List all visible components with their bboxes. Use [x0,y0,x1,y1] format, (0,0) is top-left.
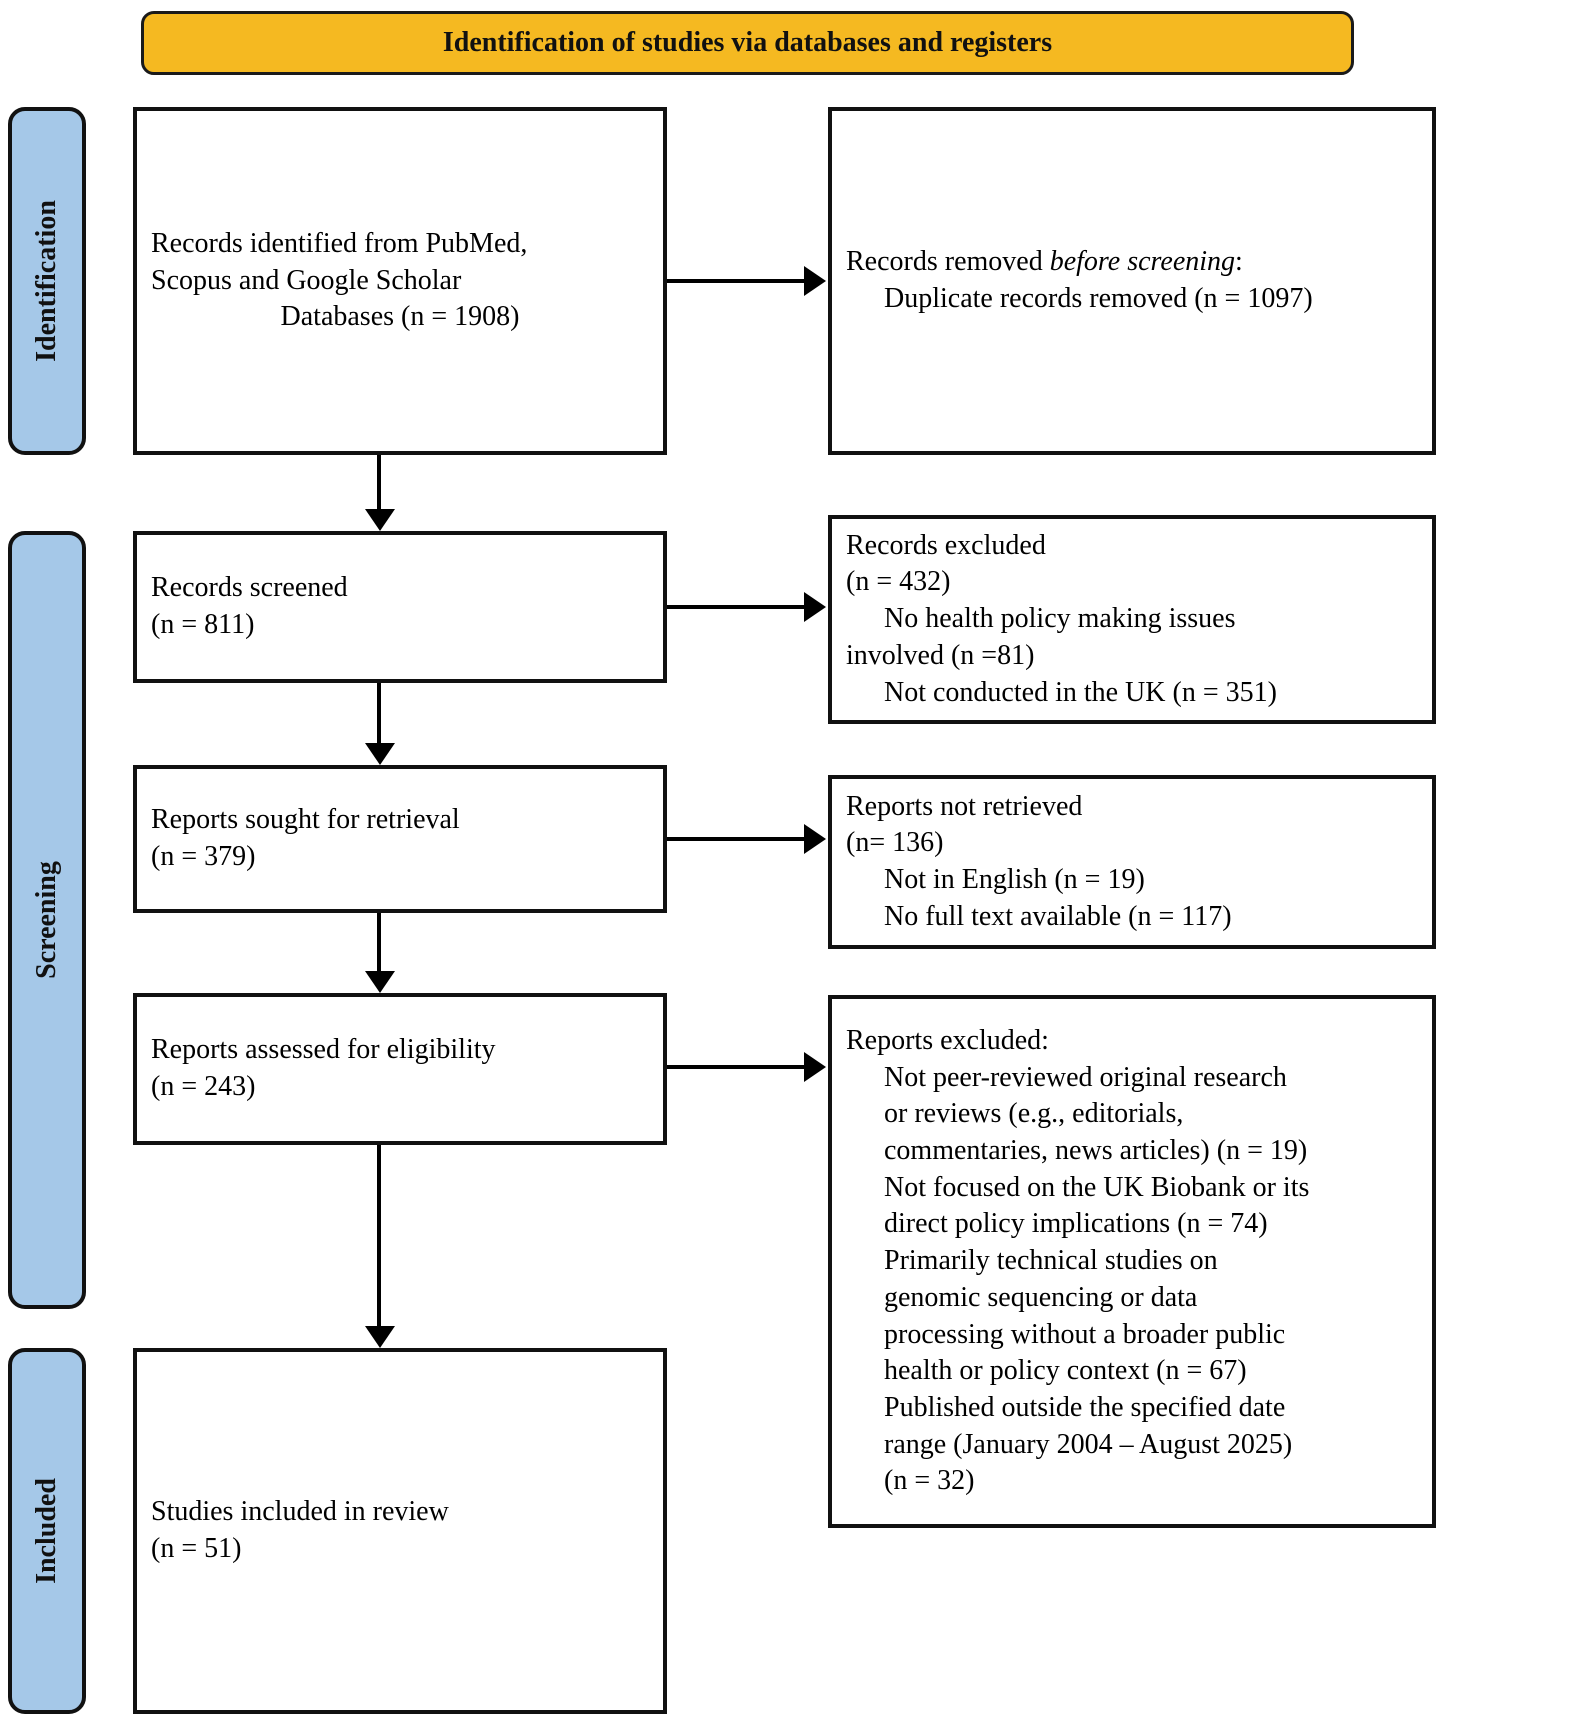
box-reports-excluded-line12: range (January 2004 – August 2025) [884,1428,1293,1460]
box-reports-not-retrieved-line4: No full text available (n = 117) [884,900,1232,932]
box-reports-excluded-line9: processing without a broader public [884,1318,1286,1350]
box-reports-excluded-line5: Not focused on the UK Biobank or its [884,1171,1310,1203]
connector-assessed-to-reportsexcluded [667,1065,806,1069]
stage-label-screening-text: Screening [31,861,63,979]
box-reports-excluded-line8: genomic sequencing or data [884,1281,1198,1313]
box-records-excluded-line4: involved (n =81) [846,639,1035,671]
box-reports-excluded: Reports excluded: Not peer-reviewed orig… [828,995,1436,1528]
box-records-excluded: Records excluded (n = 432) No health pol… [828,515,1436,724]
box-reports-not-retrieved-line3: Not in English (n = 19) [884,864,1145,895]
arrow-down-icon-2 [365,743,395,765]
arrow-right-icon-1 [804,266,826,296]
arrow-right-icon-3 [804,824,826,854]
box-reports-excluded-line2: Not peer-reviewed original research [884,1061,1287,1093]
box-records-excluded-line1: Records excluded [846,529,1046,561]
connector-identified-to-screened [377,455,381,511]
stage-label-identification-text: Identification [31,200,62,362]
box-reports-sought-line1: Reports sought for retrieval [151,804,460,836]
box-records-excluded-line5: Not conducted in the UK (n = 351) [884,676,1277,708]
connector-assessed-to-included [377,1145,381,1326]
box-reports-not-retrieved: Reports not retrieved (n= 136) Not in En… [828,775,1436,949]
box-reports-excluded-line4: commentaries, news articles) (n = 19) [884,1135,1308,1167]
box-reports-not-retrieved-line1: Reports not retrieved [846,790,1083,822]
arrow-right-icon-4 [804,1052,826,1082]
box-records-removed-line2: Duplicate records removed (n = 1097) [884,283,1313,314]
box-records-excluded-line3: No health policy making issues [884,603,1236,635]
connector-screened-to-excluded [667,605,806,609]
box-studies-included-in-review: Studies included in review (n = 51) [133,1348,667,1714]
box-records-identified-line1: Records identified from PubMed, [151,227,528,259]
box-reports-excluded-line13: (n = 32) [884,1465,975,1497]
diagram-title-banner: Identification of studies via databases … [141,11,1354,75]
box-records-removed-line1: Records removed before screening: [846,244,1418,281]
box-reports-excluded-line6: direct policy implications (n = 74) [884,1208,1268,1240]
box-reports-excluded-line11: Published outside the specified date [884,1391,1286,1423]
box-records-screened-line1: Records screened [151,572,348,604]
connector-screened-to-sought [377,683,381,743]
box-reports-sought-for-retrieval: Reports sought for retrieval (n = 379) [133,765,667,913]
stage-label-identification: Identification [8,107,86,455]
box-reports-assessed-for-eligibility: Reports assessed for eligibility (n = 24… [133,993,667,1145]
box-records-screened-line2: (n = 811) [151,609,255,640]
box-reports-excluded-line1: Reports excluded: [846,1025,1049,1057]
arrow-right-icon-2 [804,592,826,622]
box-records-identified: Records identified from PubMed, Scopus a… [133,107,667,455]
arrow-down-icon-3 [365,971,395,993]
box-records-screened: Records screened (n = 811) [133,531,667,683]
box-reports-assessed-line2: (n = 243) [151,1071,256,1102]
box-records-removed-before-screening: Records removed before screening: Duplic… [828,107,1436,455]
arrow-down-icon-1 [365,509,395,531]
box-reports-excluded-line3: or reviews (e.g., editorials, [884,1098,1184,1130]
box-reports-excluded-line10: health or policy context (n = 67) [884,1355,1247,1387]
box-studies-included-line2: (n = 51) [151,1533,242,1564]
box-reports-not-retrieved-line2: (n= 136) [846,827,944,859]
box-records-identified-line3: Databases (n = 1908) [280,301,520,333]
stage-label-included: Included [8,1348,86,1714]
box-reports-assessed-line1: Reports assessed for eligibility [151,1034,496,1066]
box-records-identified-line2: Scopus and Google Scholar [151,264,462,296]
box-studies-included-line1: Studies included in review [151,1496,449,1528]
stage-label-included-text: Included [31,1478,63,1584]
records-removed-emphasis: before screening [1049,246,1236,278]
box-reports-excluded-line7: Primarily technical studies on [884,1245,1218,1277]
connector-identified-to-removed [667,279,806,283]
box-reports-sought-line2: (n = 379) [151,841,256,872]
diagram-title-text: Identification of studies via databases … [442,27,1053,58]
stage-label-screening: Screening [8,531,86,1309]
arrow-down-icon-4 [365,1326,395,1348]
records-removed-colon: : [1235,246,1243,278]
records-removed-prefix: Records removed [846,246,1050,278]
box-records-excluded-line2: (n = 432) [846,566,951,598]
connector-sought-to-notretrieved [667,837,806,841]
connector-sought-to-assessed [377,913,381,971]
